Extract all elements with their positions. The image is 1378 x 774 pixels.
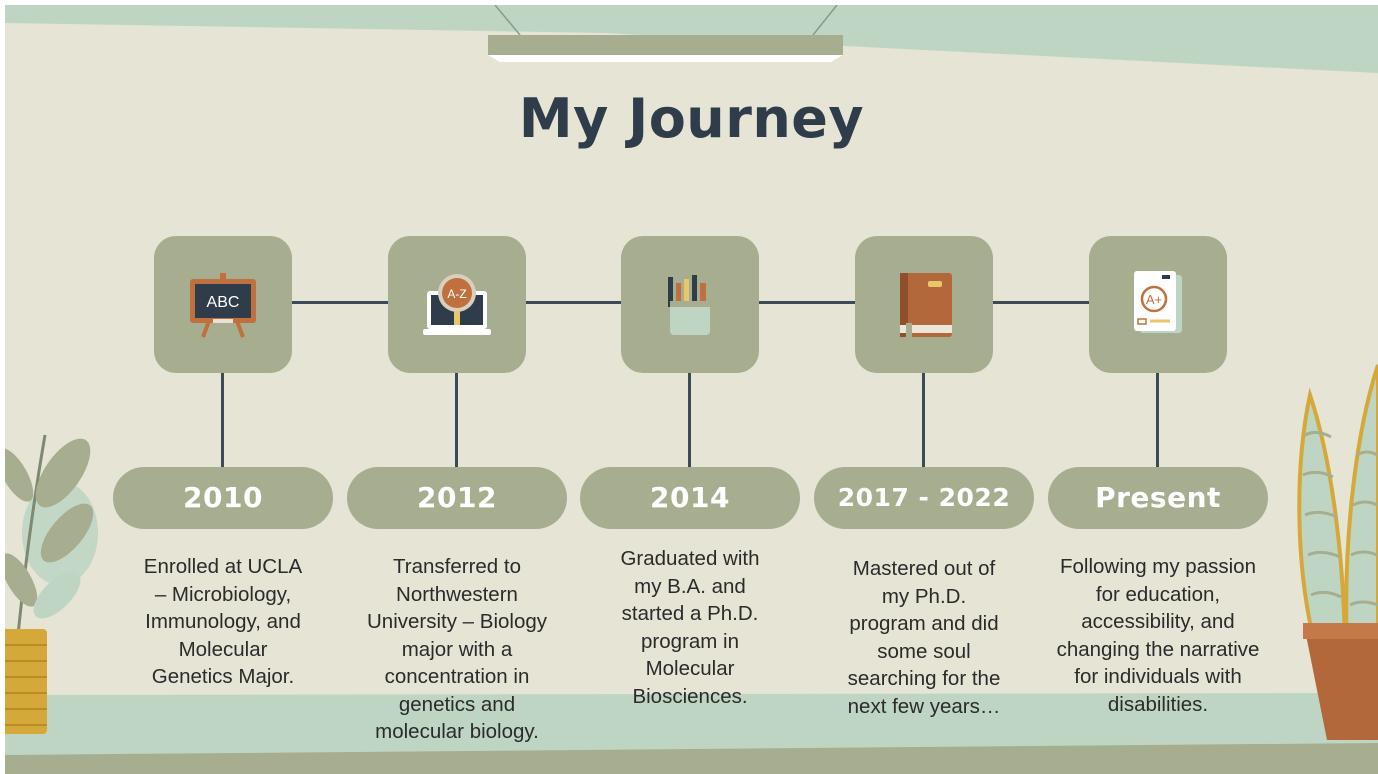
timeline-stem: [1156, 373, 1159, 469]
step-description: Following my passion for education, acce…: [1056, 555, 1260, 716]
timeline-stem: [688, 373, 691, 469]
year-badge: 2017 - 2022: [814, 467, 1034, 529]
timeline-step-2010: ABC 2010 Enrolled at UCLA – Microbiology…: [105, 5, 341, 774]
step-description: Mastered out of my Ph.D. program and did…: [847, 557, 1001, 718]
timeline-stem: [922, 373, 925, 469]
graded-paper-icon: A+: [1134, 271, 1182, 333]
step-description: Graduated with my B.A. and started a Ph.…: [620, 547, 760, 708]
svg-text:A-Z: A-Z: [447, 287, 466, 301]
icon-card: ABC: [154, 236, 292, 373]
year-badge: 2012: [347, 467, 567, 529]
page-title: My Journey: [518, 87, 865, 150]
icon-card: [621, 236, 759, 373]
step-description: Transferred to Northwestern University –…: [366, 555, 547, 743]
background-decor: [5, 5, 1378, 774]
icon-card: A-Z: [388, 236, 526, 373]
svg-text:A+: A+: [1146, 292, 1162, 307]
timeline-step-2012: A-Z 2012 Transferred to Northwestern Uni…: [339, 5, 575, 774]
pencil-cup-icon: [668, 275, 710, 335]
timeline-step-present: A+ Present Following my passion for educ…: [1040, 5, 1276, 774]
year-badge: 2010: [113, 467, 333, 529]
chalkboard-icon: ABC: [190, 273, 256, 338]
step-description: Enrolled at UCLA – Microbiology, Immunol…: [143, 555, 303, 688]
timeline-step-2014: 2014 Graduated with my B.A. and started …: [572, 5, 808, 774]
year-badge: Present: [1048, 467, 1268, 529]
slide: My Journey ABC 2010 Enrolled at UCLA – M…: [5, 5, 1378, 774]
laptop-dictionary-icon: A-Z: [423, 274, 491, 335]
timeline-stem: [221, 373, 224, 469]
notebook-icon: [900, 273, 952, 337]
timeline-stem: [455, 373, 458, 469]
year-badge: 2014: [580, 467, 800, 529]
icon-card: A+: [1089, 236, 1227, 373]
svg-text:ABC: ABC: [207, 294, 240, 311]
icon-card: [855, 236, 993, 373]
timeline-step-2017-2022: 2017 - 2022 Mastered out of my Ph.D. pro…: [806, 5, 1042, 774]
